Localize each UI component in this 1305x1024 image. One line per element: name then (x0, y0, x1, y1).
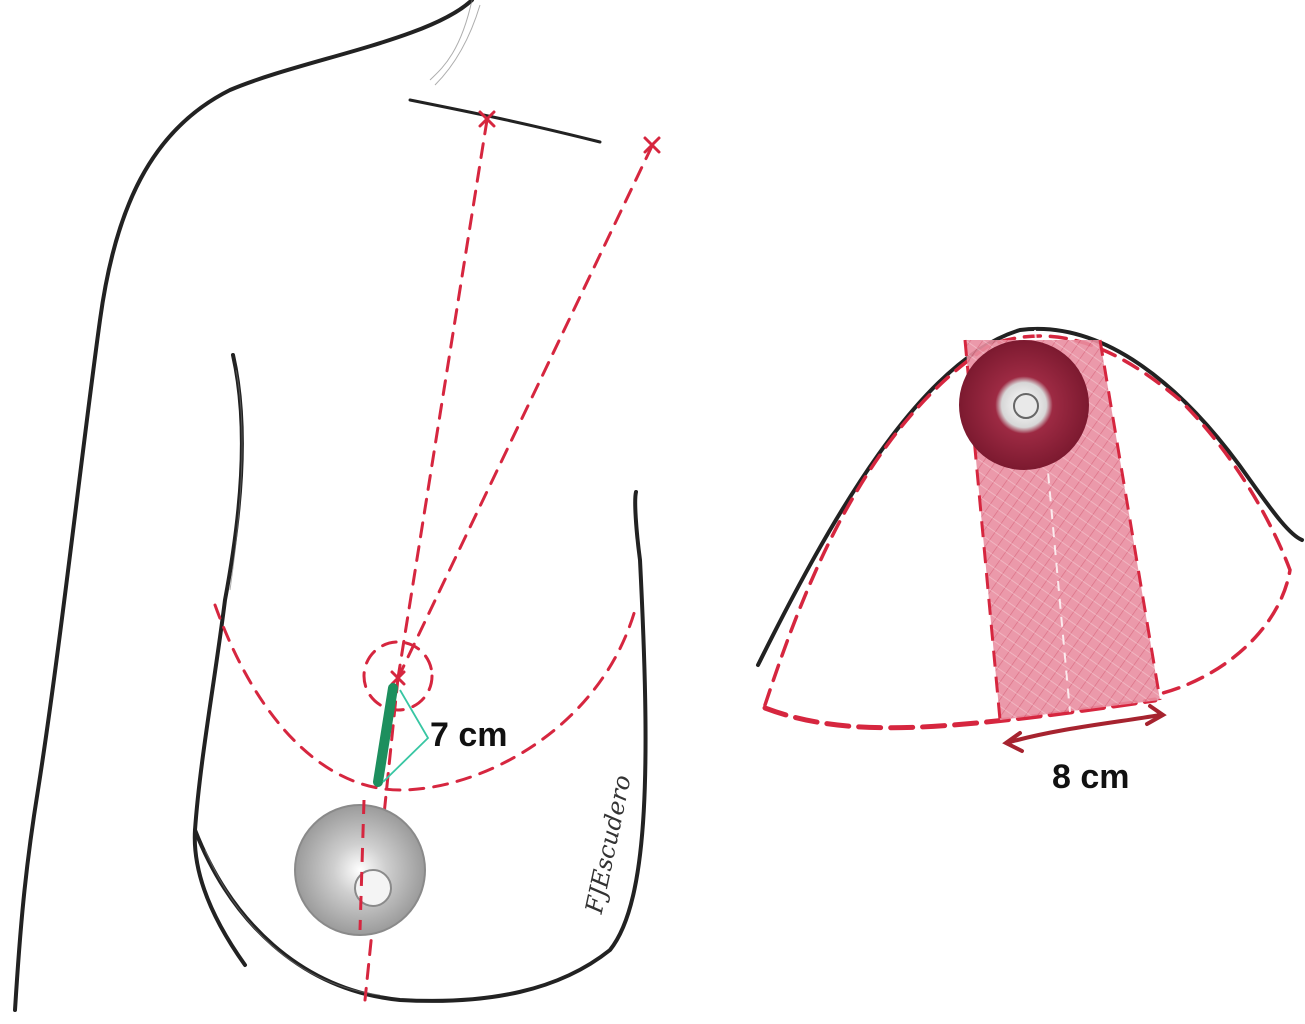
clavicle-line (408, 98, 602, 144)
breast-skin-curve (756, 326, 1304, 667)
measurement-7cm (373, 683, 430, 787)
clavicular-line (396, 144, 654, 680)
resection-base-line (762, 697, 1158, 731)
breast-lower-contour (193, 490, 648, 1003)
measurement-bracket (382, 689, 430, 783)
measurement-label-8cm: 8 cm (1052, 758, 1130, 796)
new-nipple-circle (362, 640, 434, 712)
vertical-axis-line (363, 676, 400, 1002)
right-breast-outline (756, 326, 1304, 731)
measurement-label-7cm: 7 cm (430, 716, 508, 754)
reference-marks (390, 110, 661, 686)
transposed-nipple (1013, 393, 1039, 419)
green-measurement-bar (373, 683, 398, 787)
inframammary-curve (213, 603, 637, 792)
resection-dashed-outline (763, 334, 1292, 707)
old-areola (294, 799, 426, 936)
meridian-line (396, 118, 489, 680)
measurement-8cm-arrow (1002, 704, 1167, 753)
shoulder-curve (13, 0, 474, 1012)
left-marking-lines (213, 118, 654, 1002)
left-body-shading (204, 0, 481, 996)
superior-pedicle (959, 329, 1162, 721)
